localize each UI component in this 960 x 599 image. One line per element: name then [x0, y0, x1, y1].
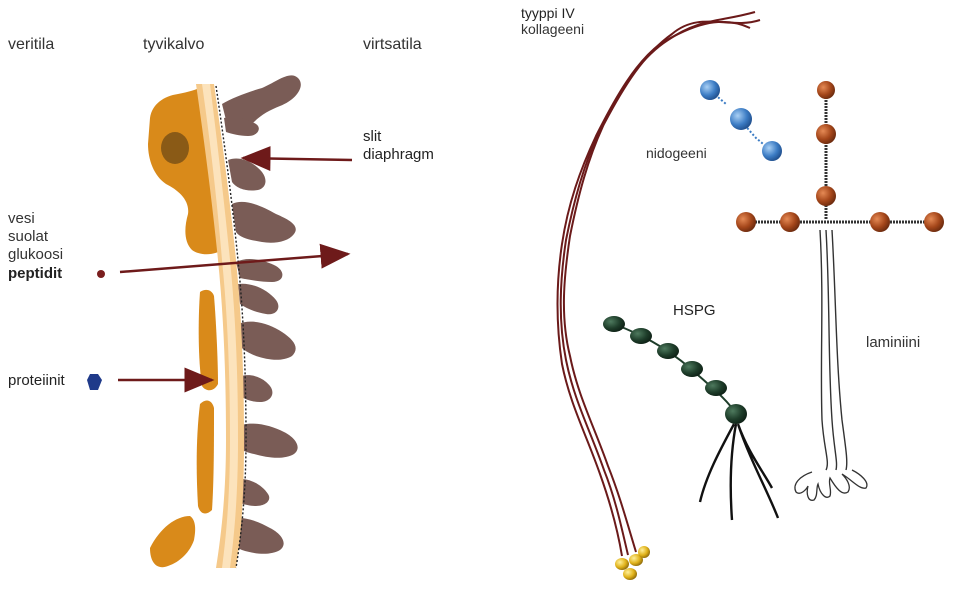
laminin: [736, 81, 944, 501]
endothelial-nucleus: [161, 132, 189, 164]
slit-diaphragm-line: [215, 85, 247, 569]
label-tyvikalvo: tyvikalvo: [143, 36, 205, 53]
basement-membrane-lamina: [202, 84, 238, 568]
label-tyyppi-iv: tyyppi IV: [521, 5, 575, 21]
label-laminiini: laminiini: [866, 334, 921, 351]
label-suolat: suolat: [8, 228, 49, 245]
slit-diaphragm-arrow: [240, 146, 353, 172]
label-peptidit: peptidit: [8, 265, 63, 282]
label-hspg: HSPG: [673, 302, 716, 319]
label-nidogeeni: nidogeeni: [646, 145, 707, 161]
filtration-barrier: [87, 75, 353, 569]
label-kollageeni: kollageeni: [521, 21, 585, 37]
nidogen: [700, 80, 782, 161]
label-diaphragm: diaphragm: [363, 146, 434, 163]
filtration-arrow: [119, 243, 351, 274]
hspg: [603, 316, 780, 521]
label-glukoosi: glukoosi: [8, 246, 64, 263]
collagen-iv-tips: [615, 546, 650, 580]
collagen-iv: [556, 11, 761, 557]
protein-dot: [87, 374, 102, 390]
label-proteiinit: proteiinit: [8, 372, 65, 389]
peptide-dot: [97, 270, 105, 278]
label-virtsatila: virtsatila: [363, 36, 422, 53]
label-veritila: veritila: [8, 36, 55, 53]
label-slit: slit: [363, 128, 382, 145]
label-vesi: vesi: [8, 210, 35, 227]
